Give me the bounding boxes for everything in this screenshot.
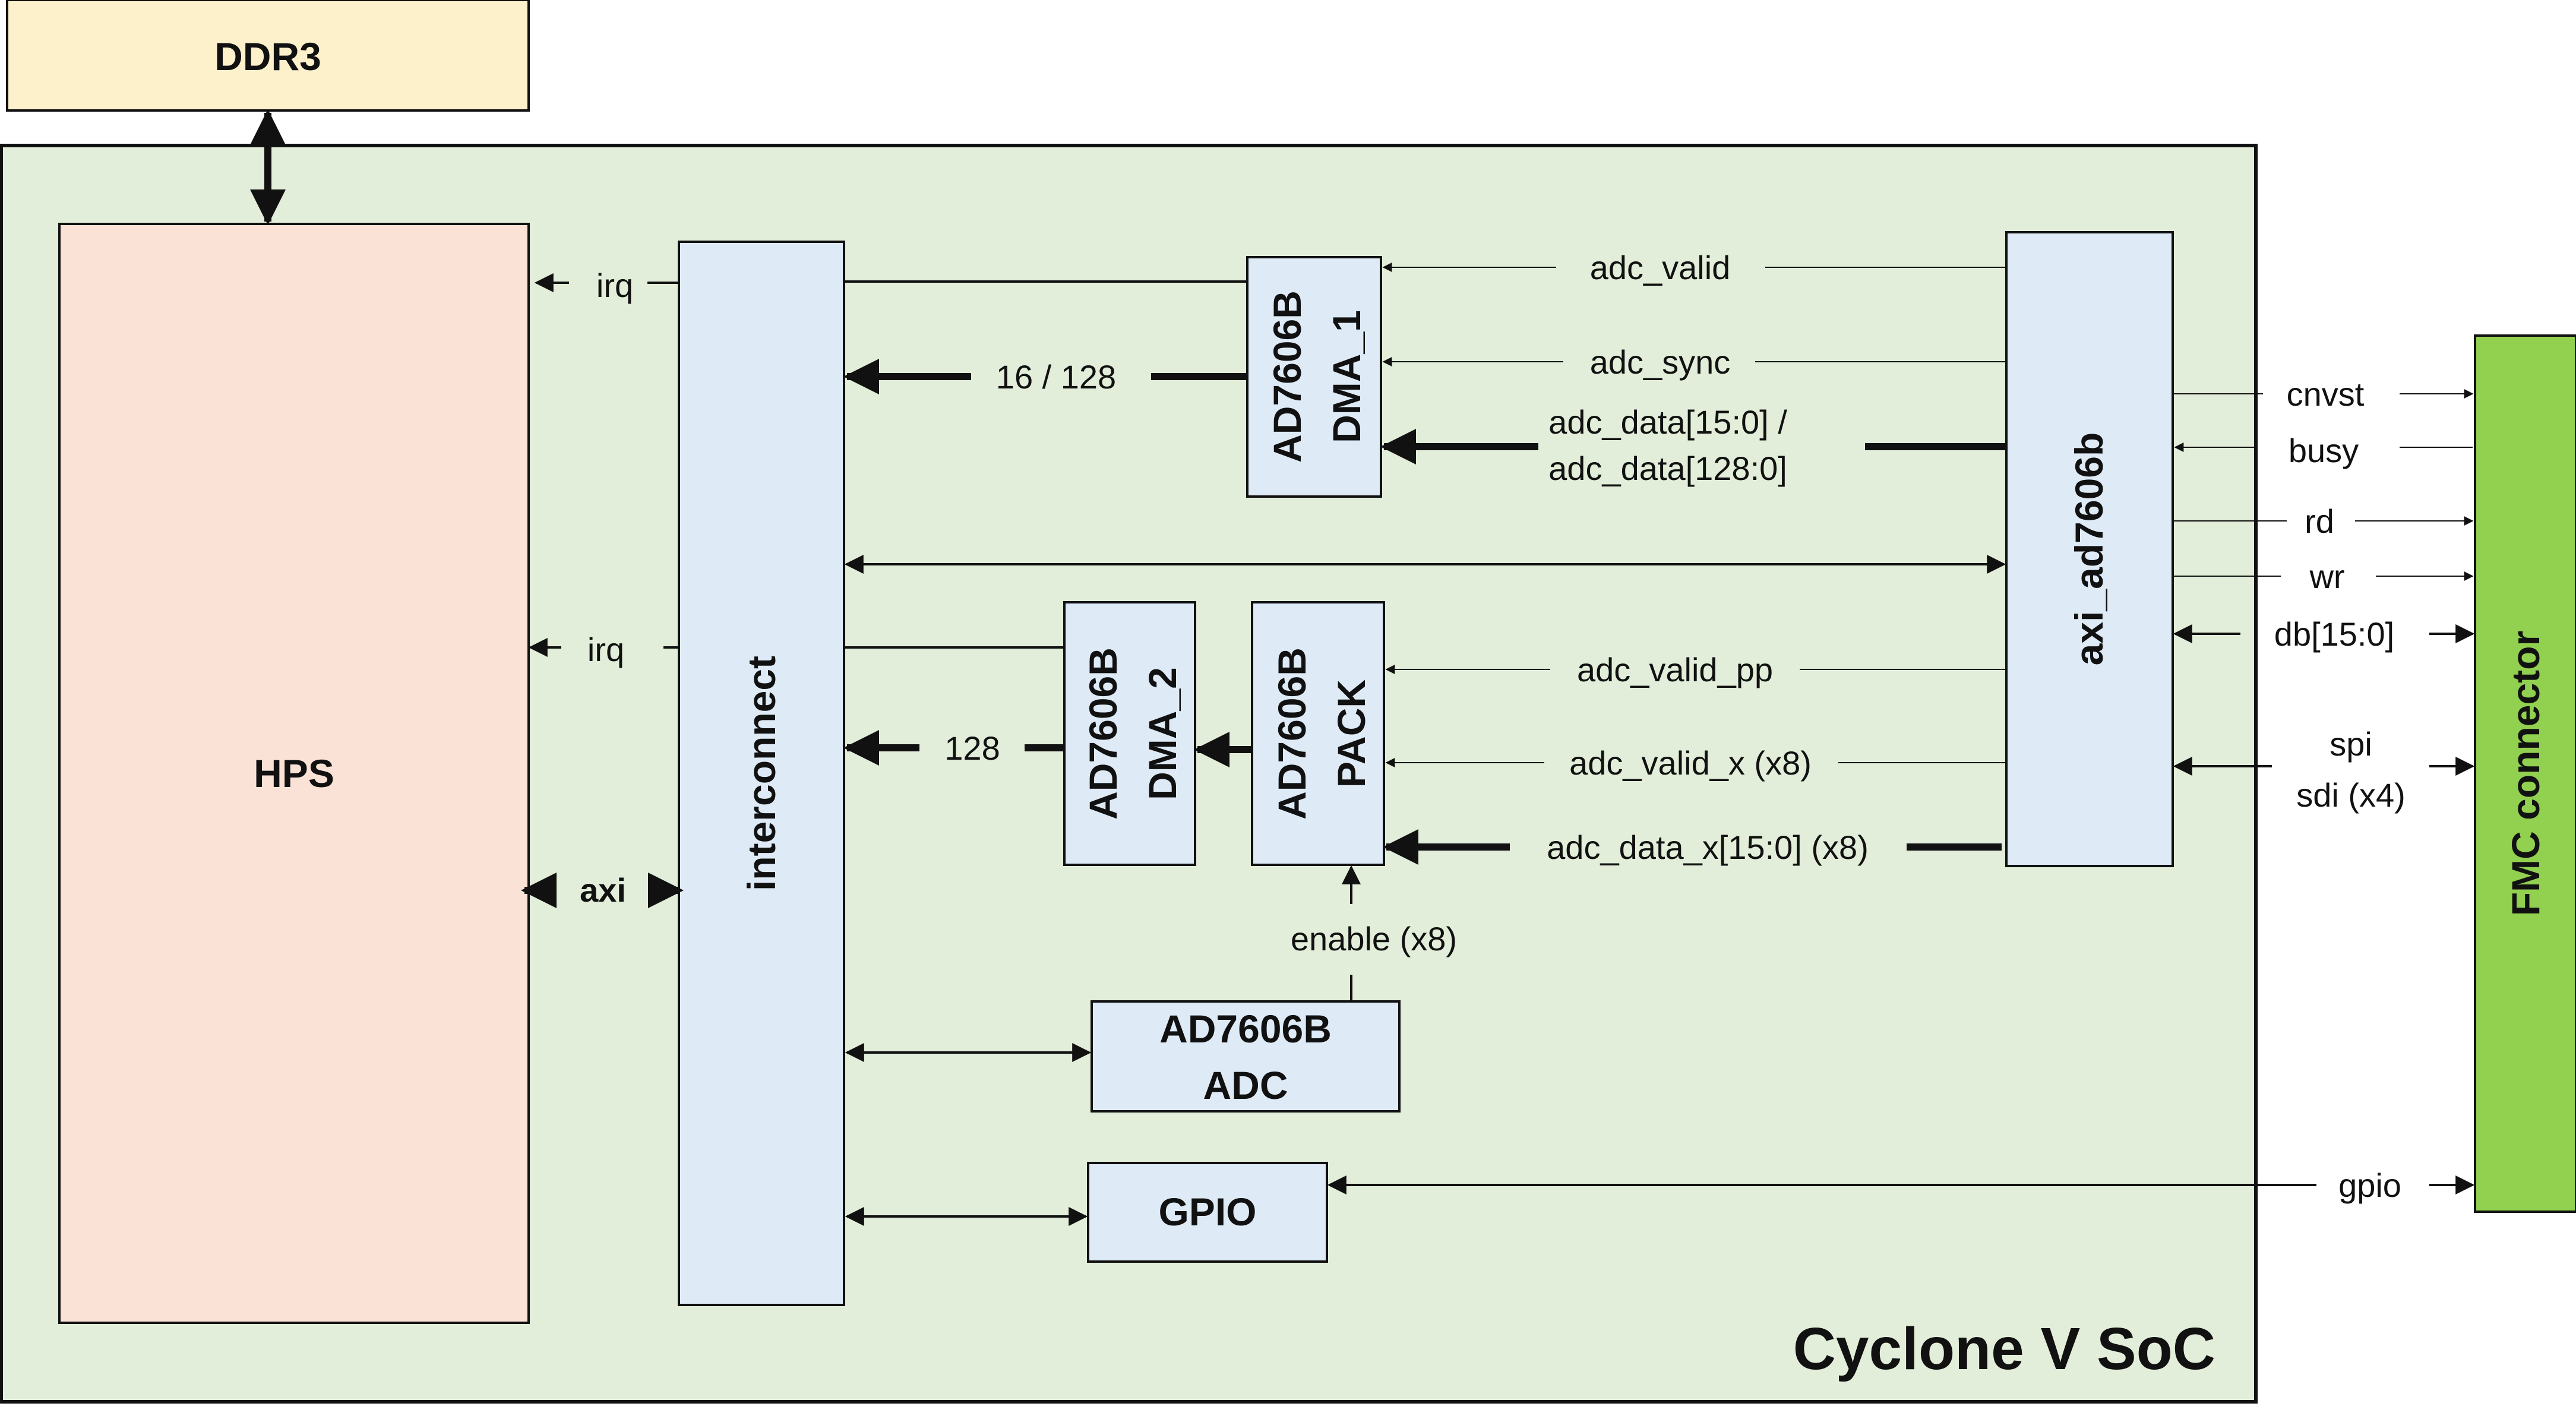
busy-label: busy: [2289, 432, 2359, 469]
adc-valid-label: adc_valid: [1590, 249, 1731, 286]
dma1-label-1: AD7606B: [1265, 290, 1309, 463]
adc-data-label-2: adc_data[128:0]: [1548, 450, 1787, 487]
axi-ad7606b-block: [2005, 231, 2174, 867]
interconnect-label: interconnect: [739, 656, 783, 891]
adc-data-label-1: adc_data[15:0] /: [1548, 403, 1787, 441]
adc-data-x-label: adc_data_x[15:0] (x8): [1547, 829, 1869, 866]
pack-block: [1251, 601, 1385, 866]
dma2-label-2: DMA_2: [1140, 667, 1184, 800]
wr-label: wr: [2309, 558, 2344, 595]
spi-label: spi: [2330, 725, 2372, 763]
rd-label: rd: [2305, 503, 2334, 540]
adc-valid-pp-label: adc_valid_pp: [1577, 651, 1773, 688]
ddr3-label: DDR3: [214, 34, 321, 78]
hps-label: HPS: [254, 751, 334, 795]
sdi-label: sdi (x4): [2296, 776, 2406, 814]
gpio-block: [1087, 1162, 1328, 1263]
hps-block: [58, 223, 530, 1324]
width1-label: 16 / 128: [996, 358, 1116, 396]
irq1-label: irq: [596, 267, 633, 304]
fmc-connector-label: FMC connector: [2504, 631, 2547, 916]
ddr3-block: [6, 0, 530, 112]
gpio-signal-label: gpio: [2338, 1167, 2401, 1204]
cnvst-label: cnvst: [2287, 375, 2365, 413]
pack-label-1: AD7606B: [1270, 647, 1314, 820]
interconnect-block: [678, 241, 845, 1306]
pack-label-2: PACK: [1329, 680, 1373, 788]
axi-label: axi: [580, 871, 626, 909]
irq2-label: irq: [587, 631, 624, 668]
dma2-block: [1063, 601, 1196, 866]
adc-label-2: ADC: [1203, 1063, 1288, 1107]
adc-valid-x-label: adc_valid_x (x8): [1569, 744, 1812, 782]
dma1-label-2: DMA_1: [1325, 310, 1368, 443]
axi-ad7606b-label: axi_ad7606b: [2067, 432, 2111, 666]
db-label: db[15:0]: [2274, 615, 2394, 653]
dma2-label-1: AD7606B: [1081, 647, 1125, 820]
gpio-label: GPIO: [1158, 1190, 1256, 1234]
adc-sync-label: adc_sync: [1590, 343, 1731, 381]
adc-label-1: AD7606B: [1159, 1007, 1332, 1051]
width2-label: 128: [944, 729, 1000, 767]
enable-label: enable (x8): [1291, 920, 1457, 957]
soc-label: Cyclone V SoC: [1793, 1316, 2215, 1382]
adc-block: [1091, 1000, 1401, 1113]
fmc-connector-block: [2474, 334, 2576, 1213]
